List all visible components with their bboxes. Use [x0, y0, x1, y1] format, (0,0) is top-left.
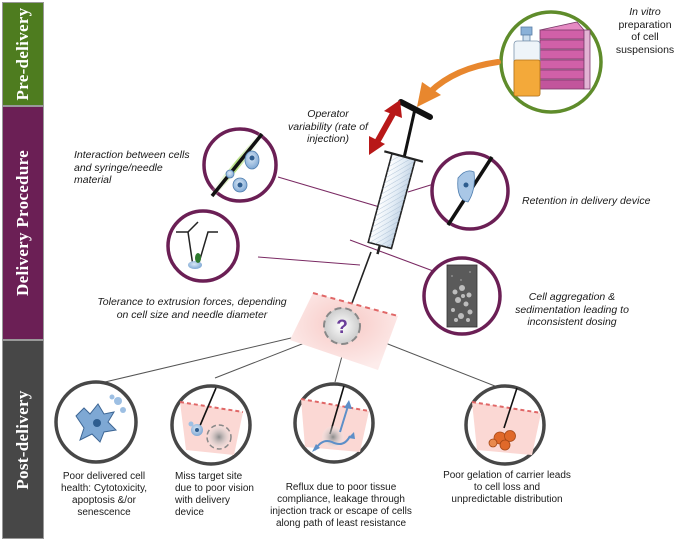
syringe-material-interaction-image [202, 127, 278, 203]
syringe-image [344, 99, 433, 323]
miss-target-image [170, 384, 252, 466]
outcome-miss-target: Miss target site due to poor vision with… [175, 471, 254, 518]
aggregation-label: Cell aggregation & sedimentation leading… [515, 291, 629, 328]
gelation-image [464, 384, 546, 466]
invitro-rest-text: preparation of cell suspensions [615, 18, 675, 56]
rate-variability-arrow-icon [369, 100, 402, 155]
outcome-cell-health: Poor delivered cell health: Cytotoxicity… [61, 471, 147, 518]
outcome-gelation: Poor gelation of carrier leads to cell l… [443, 470, 571, 505]
media-bottle-icon [513, 26, 541, 97]
invitro-italic-text: In vitro [629, 6, 661, 18]
extrusion-forces-image [166, 209, 240, 283]
injection-site-image: ? [290, 292, 399, 370]
cell-health-image [54, 380, 138, 464]
section-delivery-procedure: Delivery Procedure [2, 106, 44, 340]
outcome-reflux: Reflux due to poor tissue compliance, le… [270, 482, 412, 529]
retention-label: Retention in delivery device [522, 195, 651, 207]
question-mark: ? [336, 317, 348, 338]
retention-image [430, 151, 510, 231]
flask-stack [539, 21, 591, 90]
reflux-image [293, 382, 375, 464]
connector-lines [257, 176, 453, 279]
operator-variability-label: Operator variability (rate of injection) [288, 108, 368, 145]
cell-culture-flasks-image [499, 10, 603, 114]
section-pre-delivery: Pre-delivery [2, 2, 44, 106]
section-post-delivery: Post-delivery [2, 340, 44, 539]
aggregation-image [422, 256, 502, 336]
syringe-interaction-label: Interaction between cells and syringe/ne… [74, 149, 190, 186]
orange-arrow-icon [417, 59, 501, 107]
extrusion-forces-label: Tolerance to extrusion forces, depending… [97, 296, 287, 321]
invitro-label: In vitro preparation of cell suspensions [614, 6, 675, 56]
